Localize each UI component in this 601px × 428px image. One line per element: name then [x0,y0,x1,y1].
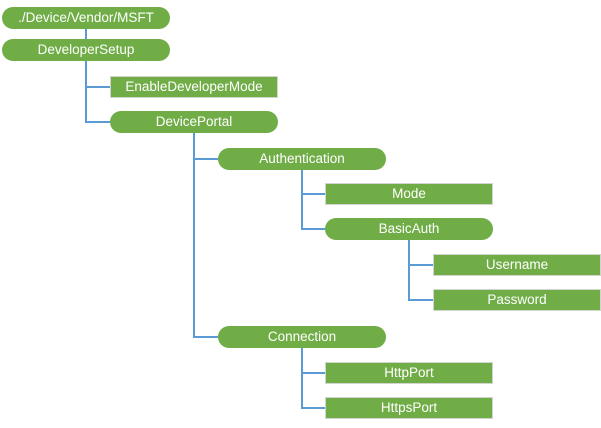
connector-authentication-to-mode [301,193,325,195]
tree-node-deviceportal: DevicePortal [110,111,278,133]
connector-deviceportal-to-connection [193,336,218,338]
connector-basicauth-to-password [408,299,433,301]
connector-deviceportal-trunk [193,133,195,337]
connector-developersetup-to-enabledevelopermode [85,86,110,88]
tree-node-password: Password [433,289,601,311]
tree-node-enabledevelopermode: EnableDeveloperMode [110,76,278,98]
tree-node-httpport: HttpPort [325,362,493,384]
tree-node-device-vendor-msft: ./Device/Vendor/MSFT [2,7,170,29]
connector-authentication-to-basicauth [301,228,325,230]
tree-node-httpsport: HttpsPort [325,397,493,419]
tree-node-basicauth: BasicAuth [325,218,493,240]
connector-connection-to-httpport [301,372,325,374]
connector-basicauth-to-username [408,264,433,266]
connector-developersetup-to-deviceportal [85,121,110,123]
connector-basicauth-trunk [408,240,410,300]
connector-device-vendor-msft-to-developersetup [85,29,87,39]
connector-authentication-trunk [301,170,303,229]
tree-node-authentication: Authentication [218,148,386,170]
connector-connection-trunk [301,348,303,408]
tree-node-mode: Mode [325,183,493,205]
connector-deviceportal-to-authentication [193,158,218,160]
tree-node-username: Username [433,254,601,276]
connector-connection-to-httpsport [301,407,325,409]
connector-developersetup-trunk [85,61,87,122]
tree-node-developersetup: DeveloperSetup [2,39,170,61]
tree-node-connection: Connection [218,326,386,348]
